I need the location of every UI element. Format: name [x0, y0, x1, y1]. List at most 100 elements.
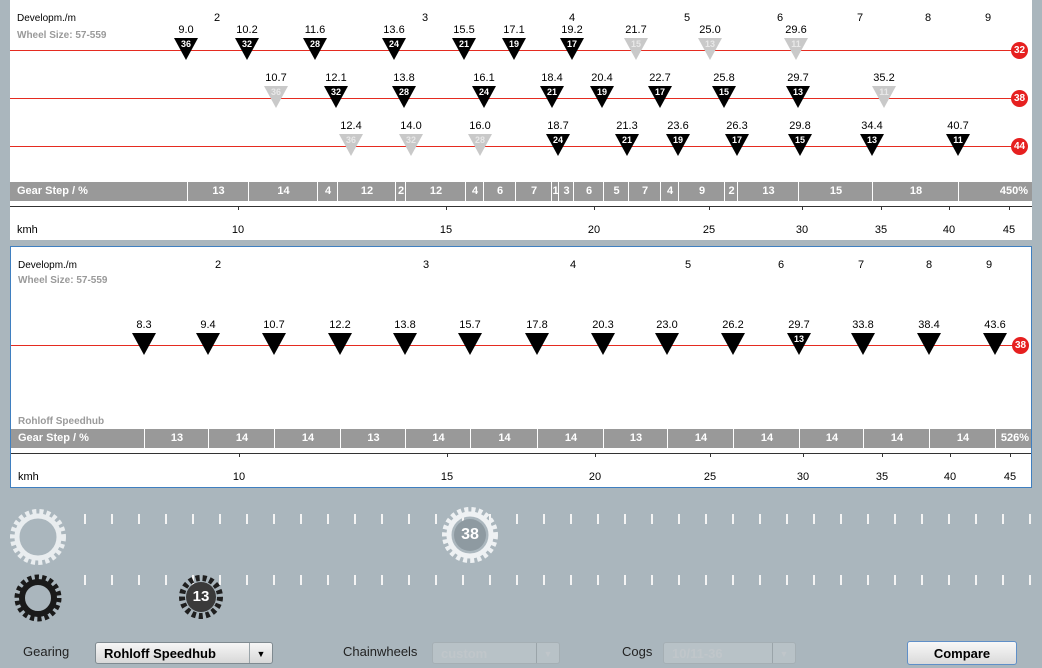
gear-marker[interactable]: 36 [339, 134, 363, 156]
gear-value-label: 18.7 [547, 120, 569, 132]
gear-marker[interactable]: 32 [399, 134, 423, 156]
slider-tick [84, 575, 86, 585]
gear-marker[interactable]: 32 [324, 86, 348, 108]
gear-value-label: 35.2 [873, 72, 895, 84]
gear-marker[interactable]: 21 [540, 86, 564, 108]
gear-marker[interactable]: 28 [303, 38, 327, 60]
gear-step-segment: 7 [515, 182, 552, 201]
gear-marker[interactable]: 36 [174, 38, 198, 60]
chainwheel-slider-handle[interactable]: 38 [441, 506, 499, 564]
chevron-down-icon: ▼ [536, 643, 559, 663]
gear-marker[interactable]: 11 [784, 38, 808, 60]
gear-value-label: 26.3 [726, 120, 748, 132]
gear-marker[interactable] [525, 333, 549, 355]
chainwheels-select[interactable]: custom ▼ [432, 642, 560, 664]
slider-tick [597, 514, 599, 524]
slider-tick [165, 514, 167, 524]
slider-tick [327, 514, 329, 524]
cog-gear-icon[interactable] [13, 573, 63, 623]
cog-number: 13 [704, 39, 715, 49]
gearing-select[interactable]: Rohloff Speedhub ▼ [95, 642, 273, 664]
gear-marker[interactable]: 11 [872, 86, 896, 108]
kmh-tick-mark [594, 206, 595, 210]
gear-marker[interactable] [983, 333, 1007, 355]
slider-tick [813, 575, 815, 585]
kmh-tick-mark [1010, 453, 1011, 457]
cog-number: 28 [474, 135, 485, 145]
gear-value-label: 34.4 [861, 120, 883, 132]
gear-step-segment: 12 [337, 182, 396, 201]
gear-marker[interactable]: 13 [787, 333, 811, 355]
slider-tick [300, 514, 302, 524]
kmh-tick-label: 15 [439, 224, 453, 236]
gear-marker[interactable]: 24 [472, 86, 496, 108]
gear-marker[interactable]: 21 [615, 134, 639, 156]
gear-marker[interactable] [458, 333, 482, 355]
gear-value-label: 21.7 [625, 24, 647, 36]
slider-tick [948, 514, 950, 524]
gear-marker[interactable] [393, 333, 417, 355]
gear-marker[interactable]: 24 [546, 134, 570, 156]
development-tick: 5 [683, 12, 691, 24]
gear-marker[interactable]: 13 [786, 86, 810, 108]
cogs-select[interactable]: 10/11-36 ▼ [663, 642, 796, 664]
gear-marker[interactable]: 11 [946, 134, 970, 156]
gear-marker[interactable] [328, 333, 352, 355]
gear-marker[interactable]: 21 [452, 38, 476, 60]
kmh-tick-label: 45 [1003, 471, 1017, 483]
gear-marker[interactable]: 24 [382, 38, 406, 60]
cog-slider[interactable] [84, 575, 1034, 585]
gear-marker[interactable]: 17 [725, 134, 749, 156]
gear-marker[interactable]: 17 [560, 38, 584, 60]
development-tick: 8 [924, 12, 932, 24]
compare-button[interactable]: Compare [907, 641, 1017, 665]
chevron-down-icon: ▼ [249, 643, 272, 663]
kmh-tick-label: 20 [588, 471, 602, 483]
gear-marker[interactable]: 19 [590, 86, 614, 108]
gear-marker[interactable]: 28 [468, 134, 492, 156]
gear-marker[interactable] [132, 333, 156, 355]
slider-tick [840, 514, 842, 524]
gear-marker[interactable]: 15 [624, 38, 648, 60]
gear-marker[interactable]: 19 [666, 134, 690, 156]
gear-marker[interactable]: 17 [648, 86, 672, 108]
gear-marker[interactable]: 15 [788, 134, 812, 156]
gear-marker[interactable]: 28 [392, 86, 416, 108]
gear-marker[interactable] [591, 333, 615, 355]
gear-marker[interactable]: 15 [712, 86, 736, 108]
gear-value-label: 13.6 [383, 24, 405, 36]
slider-tick [408, 575, 410, 585]
slider-tick [732, 514, 734, 524]
gear-marker[interactable]: 13 [860, 134, 884, 156]
cog-number: 21 [621, 135, 632, 145]
gear-marker[interactable] [262, 333, 286, 355]
gear-marker[interactable]: 32 [235, 38, 259, 60]
gear-step-segment: 14 [537, 429, 604, 448]
gear-marker[interactable]: 13 [698, 38, 722, 60]
gear-marker[interactable] [917, 333, 941, 355]
cog-slider-handle[interactable]: 13 [177, 573, 225, 621]
gear-step-segment: 14 [274, 429, 341, 448]
slider-tick [354, 575, 356, 585]
gear-marker[interactable] [655, 333, 679, 355]
kmh-tick-mark [446, 206, 447, 210]
slider-tick [489, 514, 491, 524]
gear-step-label: Gear Step / % [17, 185, 88, 197]
chainwheel-gear-icon[interactable] [9, 508, 67, 566]
chainwheel-slider[interactable] [84, 514, 1034, 524]
gear-marker[interactable] [721, 333, 745, 355]
development-tick: 7 [857, 259, 865, 271]
gear-value-label: 18.4 [541, 72, 563, 84]
gear-marker[interactable]: 19 [502, 38, 526, 60]
slider-tick [921, 575, 923, 585]
gear-marker[interactable] [196, 333, 220, 355]
gear-value-label: 17.1 [503, 24, 525, 36]
gear-value-label: 40.7 [947, 120, 969, 132]
cog-number: 15 [794, 135, 805, 145]
chainring-badge: 38 [1011, 90, 1028, 107]
slider-tick [354, 514, 356, 524]
gear-marker[interactable]: 36 [264, 86, 288, 108]
gear-marker[interactable] [851, 333, 875, 355]
